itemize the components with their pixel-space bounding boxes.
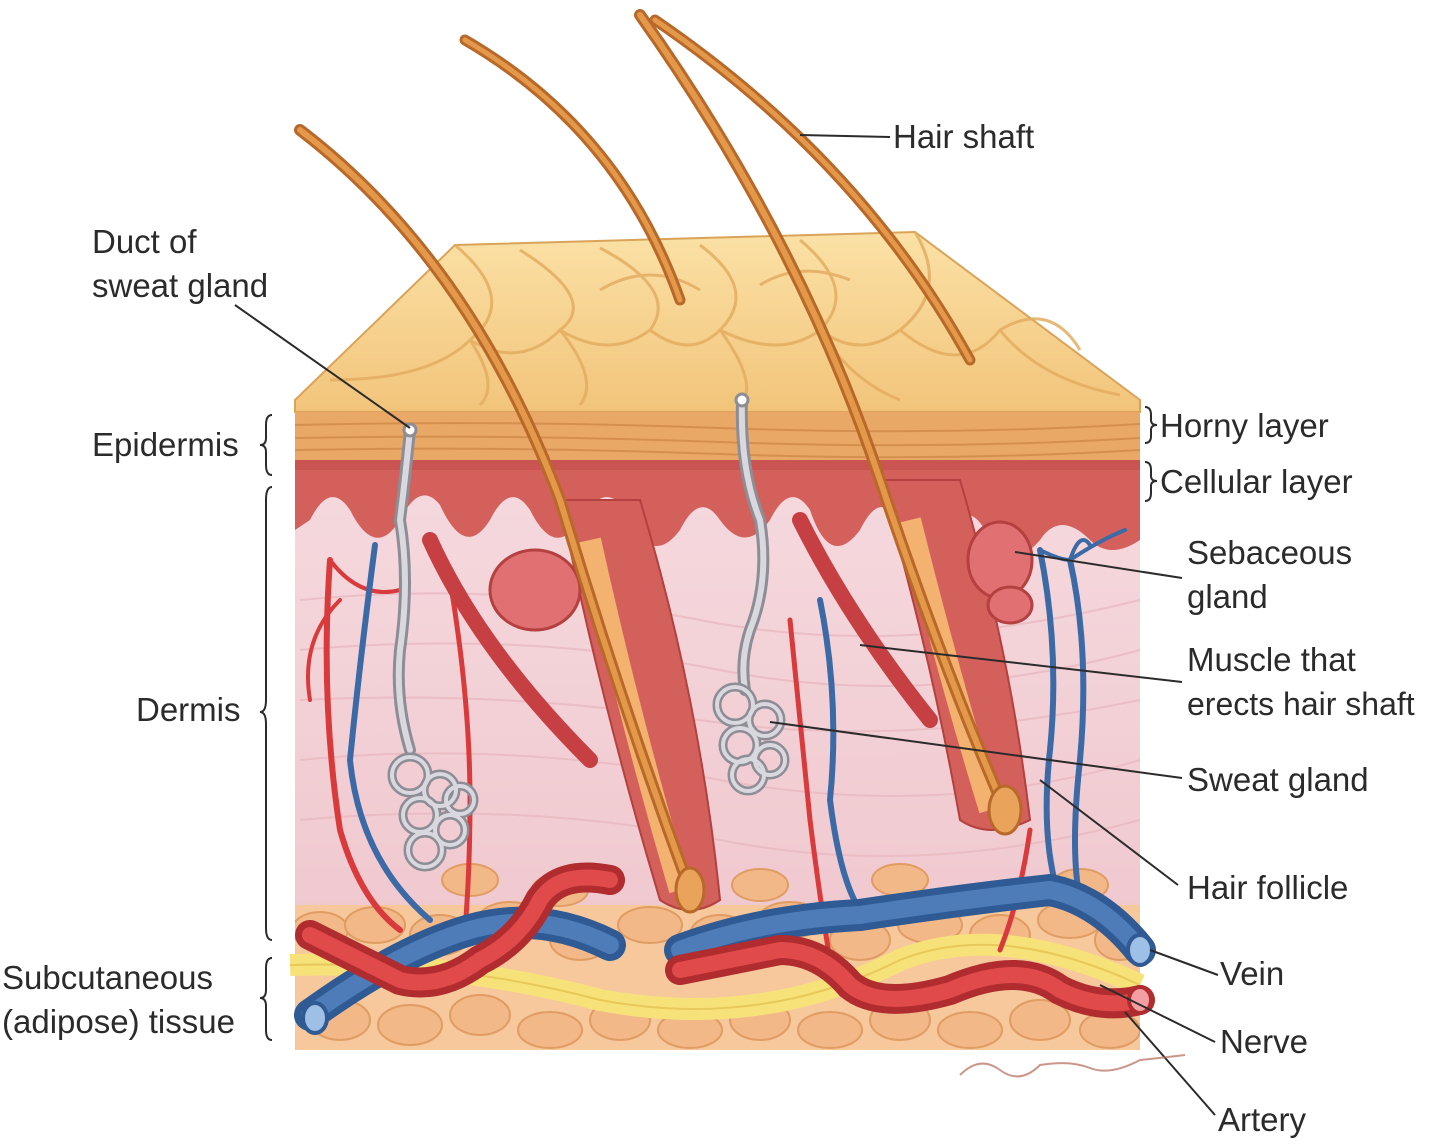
label-duct-line2: sweat gland: [92, 267, 269, 304]
label-subcutaneous-line2: (adipose) tissue: [2, 1003, 235, 1040]
label-muscle-line1: Muscle that: [1187, 641, 1356, 678]
leader-sweat-gland: [769, 721, 1183, 779]
label-horny-layer: Horny layer: [1160, 407, 1329, 444]
leader-nerve: [1099, 984, 1216, 1043]
large-vein: [294, 873, 1156, 1031]
bracket-horny: [1144, 406, 1158, 444]
sebaceous-glands: [488, 520, 1034, 632]
bracket-cellular: [1144, 461, 1158, 502]
leader-vein: [1149, 949, 1219, 976]
large-artery: [295, 862, 1155, 1019]
label-dermis: Dermis: [136, 691, 241, 728]
leader-hair-shaft: [799, 134, 891, 138]
leader-artery: [1124, 1011, 1216, 1116]
label-hair-shaft: Hair shaft: [893, 118, 1035, 155]
bracket-epidermis: [259, 414, 273, 476]
leader-duct: [234, 304, 411, 429]
label-vein: Vein: [1220, 955, 1285, 992]
label-sebaceous-line1: Sebaceous: [1187, 534, 1353, 571]
leader-sebaceous: [1014, 551, 1183, 579]
leader-hair-follicle: [1039, 779, 1179, 886]
hair-shafts: [294, 9, 1011, 896]
label-nerve: Nerve: [1220, 1023, 1309, 1060]
brackets: [259, 406, 1158, 1041]
label-sebaceous-line2: gland: [1187, 578, 1268, 615]
arrector-muscles: [422, 512, 938, 768]
sweat-glands: [387, 394, 790, 872]
label-sweat-gland: Sweat gland: [1187, 761, 1369, 798]
label-artery: Artery: [1218, 1101, 1307, 1138]
artist-signature: [959, 1054, 1186, 1078]
label-epidermis: Epidermis: [92, 426, 239, 463]
label-cellular-layer: Cellular layer: [1160, 463, 1353, 500]
label-hair-follicle: Hair follicle: [1187, 869, 1349, 906]
leader-lines: [234, 134, 1219, 1116]
bracket-dermis: [259, 486, 273, 941]
label-subcutaneous-line1: Subcutaneous: [2, 959, 214, 996]
bracket-subcutaneous: [259, 957, 273, 1041]
label-duct-line1: Duct of: [92, 223, 197, 260]
leader-muscle: [859, 644, 1183, 683]
label-muscle-line2: erects hair shaft: [1187, 686, 1415, 722]
